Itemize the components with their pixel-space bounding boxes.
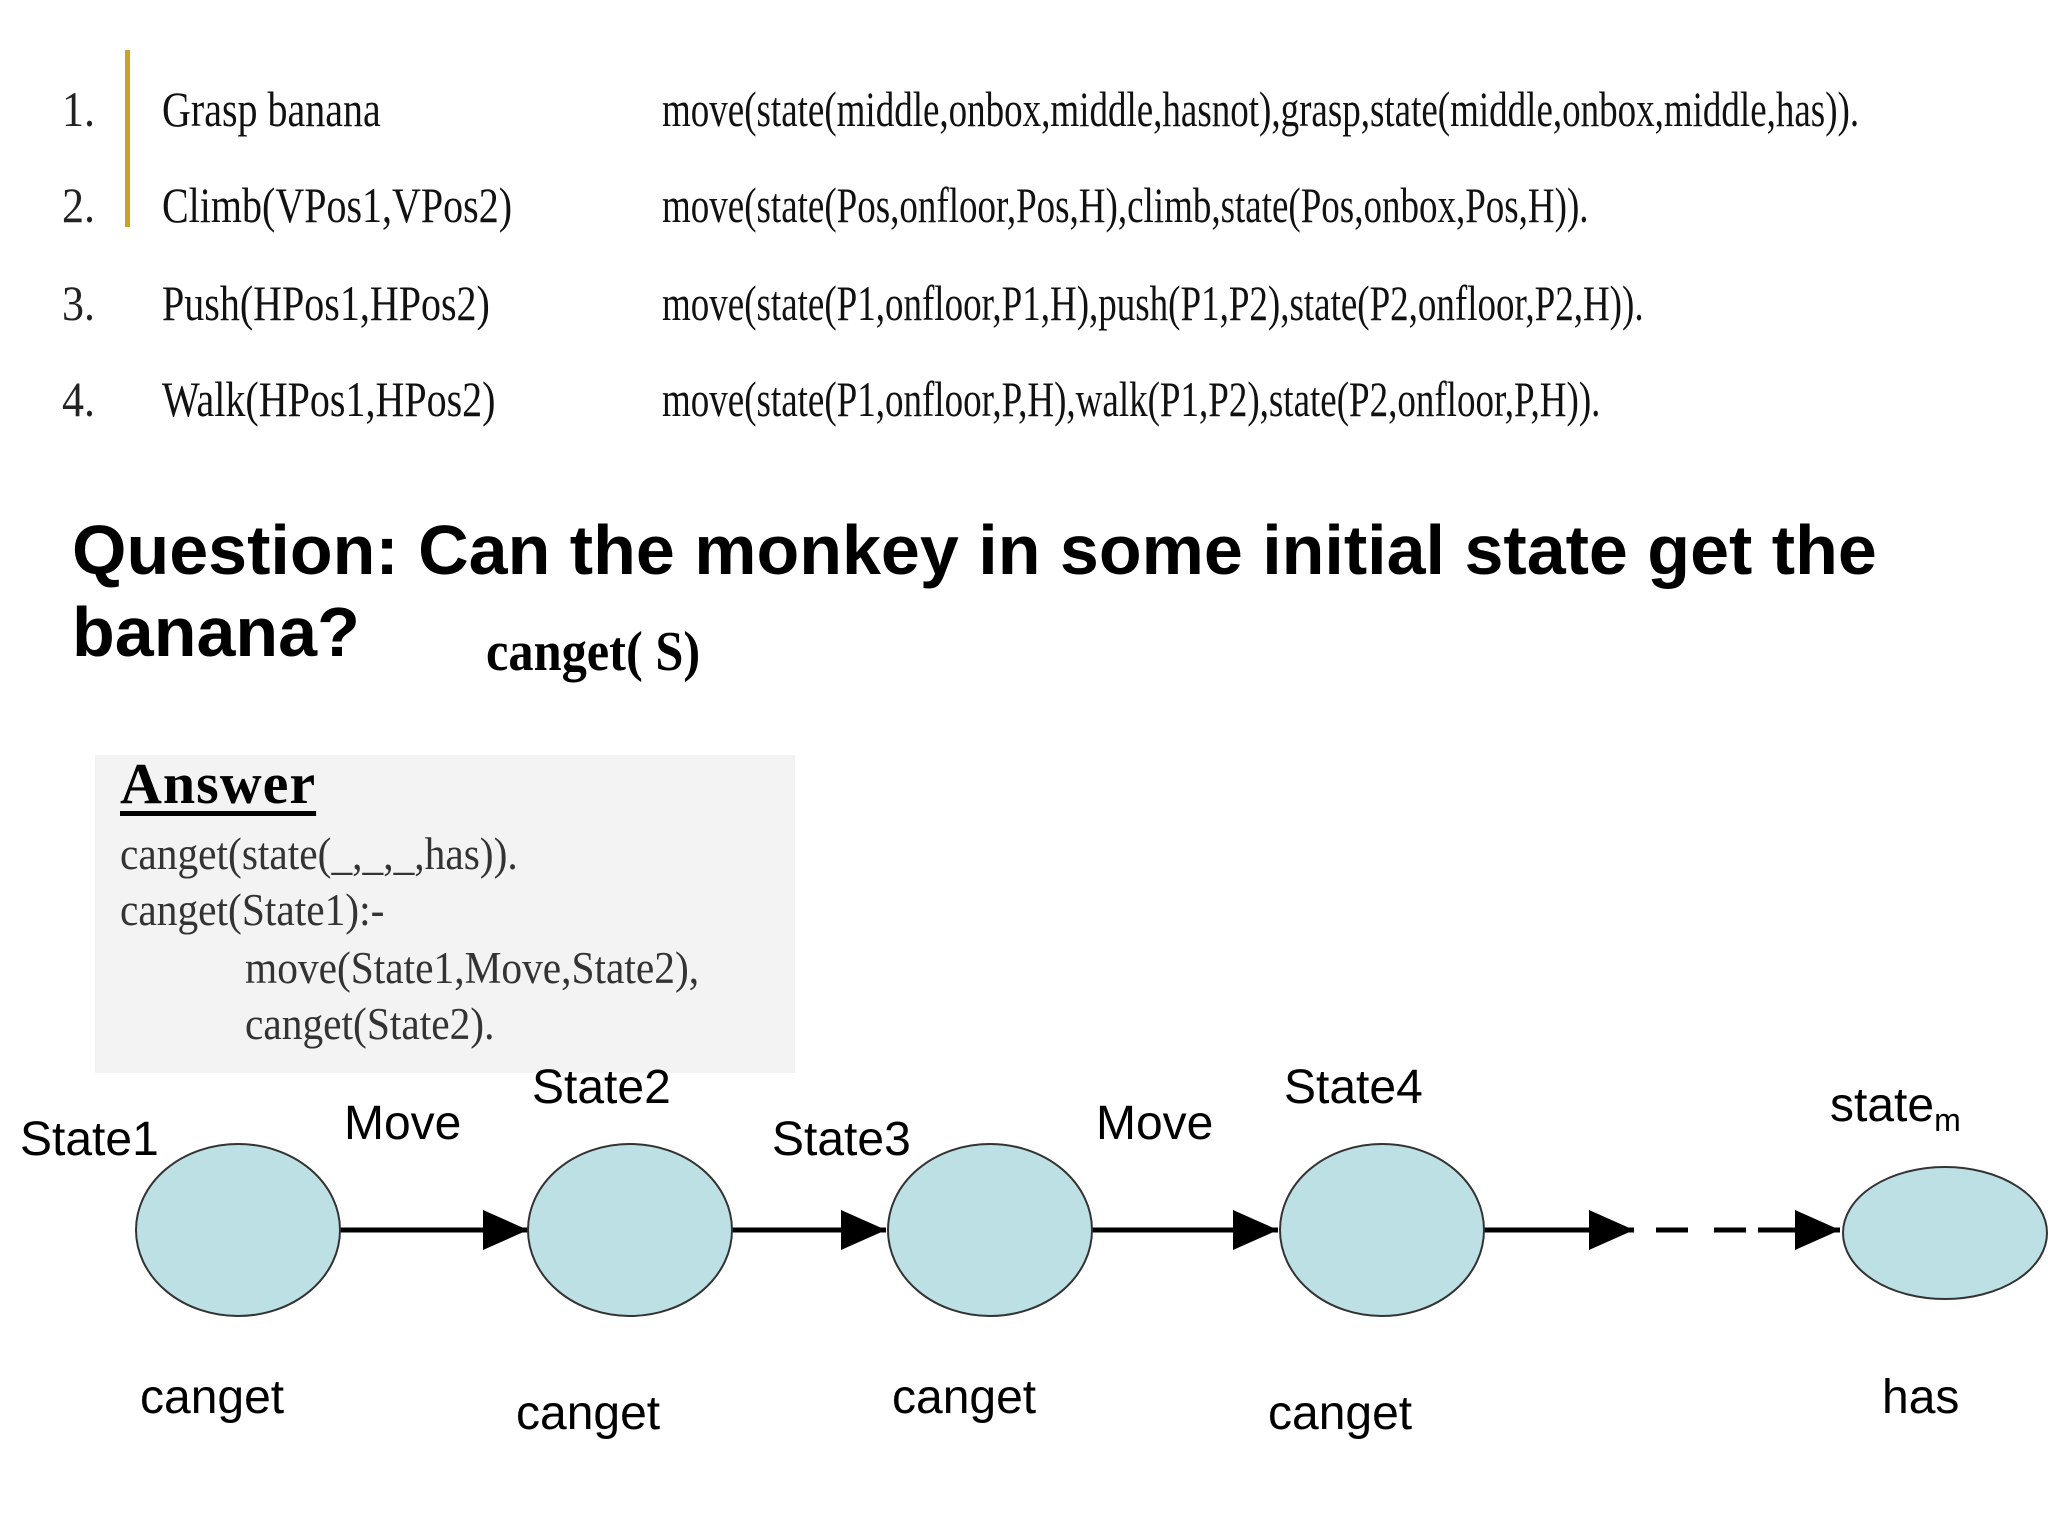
node-bottom-label: canget — [892, 1371, 1037, 1424]
question-line-1: Question: Can the monkey in some initial… — [72, 511, 1877, 589]
rule-name: Push(HPos1,HPos2) — [162, 275, 490, 331]
rule-definition: move(state(middle,onbox,middle,hasnot),g… — [662, 81, 1860, 137]
state-node — [135, 1143, 341, 1317]
rule-definition: move(state(P1,onfloor,P1,H),push(P1,P2),… — [662, 275, 1644, 331]
state-label: State1 — [20, 1113, 159, 1166]
accent-bar — [125, 50, 130, 227]
state-node — [1842, 1166, 2048, 1300]
node-bottom-label: canget — [516, 1387, 661, 1440]
answer-line: canget(state(_,_,_,has)). — [120, 829, 518, 879]
answer-title: Answer — [120, 751, 317, 816]
question-line-2: banana? — [72, 593, 360, 671]
answer-line: move(State1,Move,State2), — [245, 943, 700, 993]
rule-name: Climb(VPos1,VPos2) — [162, 177, 513, 233]
state-label: State3 — [772, 1113, 911, 1166]
state-label: State2 — [532, 1061, 671, 1114]
rule-definition: move(state(P1,onfloor,P,H),walk(P1,P2),s… — [662, 371, 1601, 427]
state-label: State4 — [1284, 1061, 1423, 1114]
rule-number: 3. — [62, 275, 95, 331]
state-node — [527, 1143, 733, 1317]
move-label: Move — [344, 1097, 462, 1150]
node-bottom-label: has — [1882, 1371, 1960, 1424]
state-node — [1279, 1143, 1485, 1317]
rule-number: 1. — [62, 81, 95, 137]
goal-query: canget( S) — [486, 621, 701, 683]
rule-name: Grasp banana — [162, 81, 381, 137]
rule-number: 4. — [62, 371, 95, 427]
state-node — [887, 1143, 1093, 1317]
move-label: Move — [1096, 1097, 1214, 1150]
rule-name: Walk(HPos1,HPos2) — [162, 371, 496, 427]
answer-line: canget(State1):- — [120, 885, 385, 935]
answer-box — [95, 755, 795, 1073]
rule-number: 2. — [62, 177, 95, 233]
rule-definition: move(state(Pos,onfloor,Pos,H),climb,stat… — [662, 177, 1589, 233]
answer-line: canget(State2). — [245, 999, 495, 1049]
node-bottom-label: canget — [1268, 1387, 1413, 1440]
node-bottom-label: canget — [140, 1371, 285, 1424]
state-label-m: statem — [1830, 1079, 1961, 1138]
